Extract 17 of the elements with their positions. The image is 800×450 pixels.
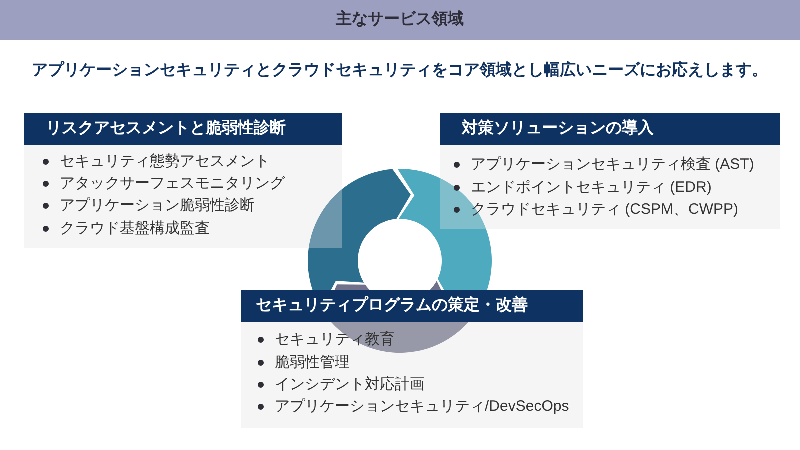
list-item: アタックサーフェスモニタリング bbox=[60, 175, 285, 194]
list-item: アプリケーション脆弱性診断 bbox=[60, 197, 255, 216]
panel-header: 対策ソリューションの導入 bbox=[440, 113, 780, 145]
list-item: セキュリティ態勢アセスメント bbox=[60, 152, 270, 171]
list-item: エンドポイントセキュリティ (EDR) bbox=[471, 178, 712, 197]
subtitle-text: アプリケーションセキュリティとクラウドセキュリティをコア領域とし幅広いニーズにお応えします。 bbox=[32, 62, 768, 79]
panel-header: リスクアセスメントと脆弱性診断 bbox=[24, 113, 342, 145]
list-item: アプリケーションセキュリティ/DevSecOps bbox=[275, 398, 570, 416]
list-item: インシデント対応計画 bbox=[275, 376, 425, 394]
info-panel bbox=[440, 113, 780, 229]
list-item: 脆弱性管理 bbox=[275, 354, 350, 372]
list-item: クラウド基盤構成監査 bbox=[60, 220, 210, 238]
info-panel bbox=[24, 113, 342, 248]
panel-header: セキュリティプログラムの策定・改善 bbox=[241, 290, 583, 322]
list-item: アプリケーションセキュリティ検査 (AST) bbox=[471, 156, 754, 174]
info-panel bbox=[241, 290, 583, 428]
title: 主なサービス領域 bbox=[336, 11, 464, 28]
